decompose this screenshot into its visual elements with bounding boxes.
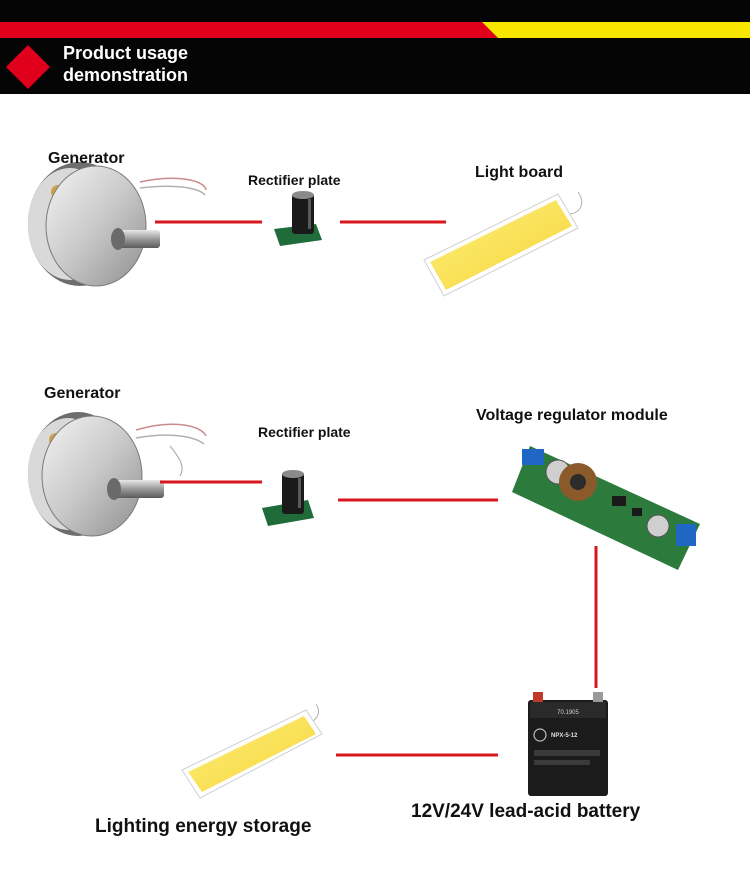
rectifier-icon [274,191,322,246]
usage-diagram: 70.1905 NPX-5-12 Generator Rectifier pla… [0,94,750,885]
header-stripe [0,22,750,89]
voltage-regulator-icon [512,446,700,570]
rectifier-icon [262,470,314,526]
page-title: Product usage demonstration [63,43,189,85]
battery-code: 70.1905 [557,710,579,716]
lighting-panel-icon [181,703,323,799]
battery-label: 12V/24V lead-acid battery [411,801,641,822]
header-bar: Product usage demonstration [0,0,750,94]
voltage-regulator-label: Voltage regulator module [476,407,668,424]
light-board-icon [423,191,583,297]
battery-model: NPX-5-12 [551,733,578,739]
generator-icon [28,162,207,287]
battery-icon: 70.1905 NPX-5-12 [528,692,608,796]
rectifier-label: Rectifier plate [258,424,351,440]
light-board-label: Light board [475,164,563,181]
rectifier-label: Rectifier plate [248,172,341,188]
diagram-canvas: 70.1905 NPX-5-12 [28,162,700,799]
generator-label: Generator [48,150,125,167]
lighting-storage-label: Lighting energy storage [95,816,312,837]
diamond-icon [6,45,50,89]
generator-label: Generator [44,385,121,402]
generator-icon [28,412,207,537]
